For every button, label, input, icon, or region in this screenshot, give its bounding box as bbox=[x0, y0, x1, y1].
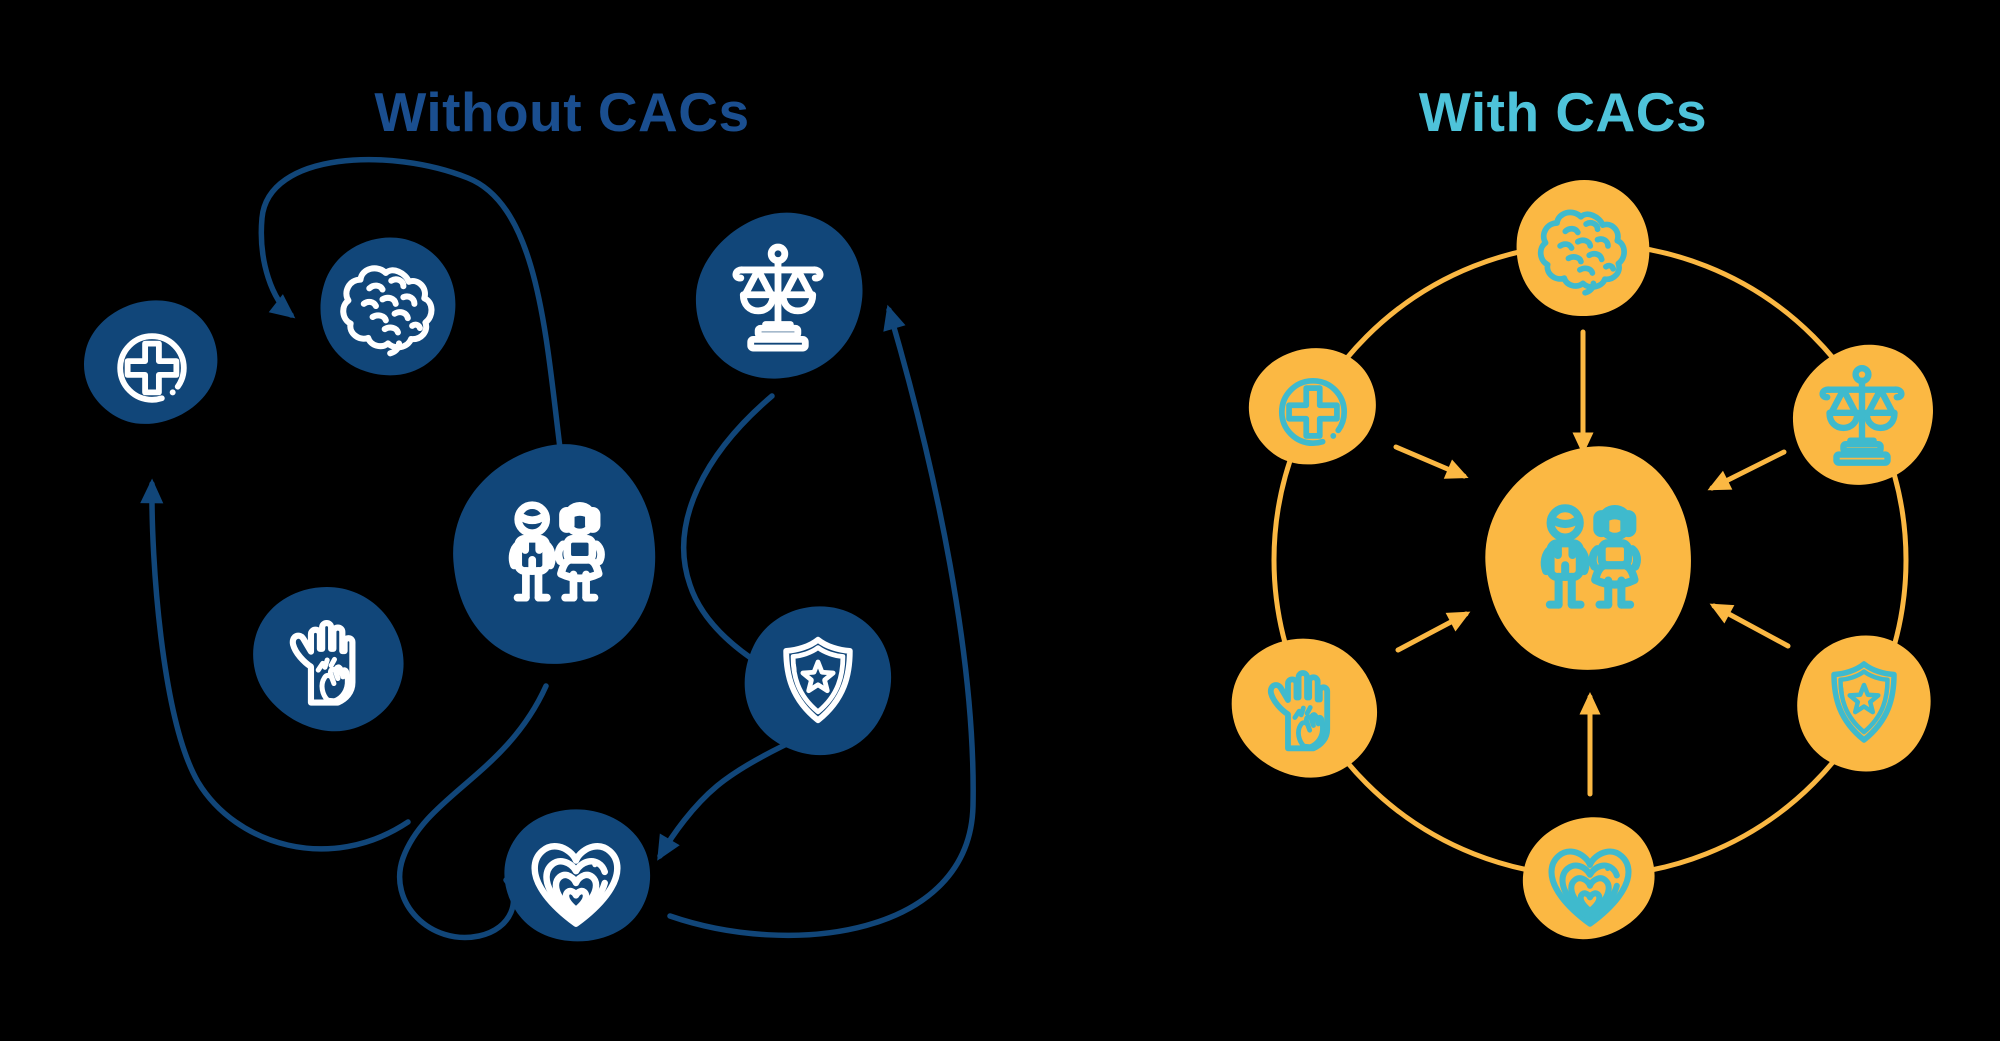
blob-law-enforcement bbox=[1775, 613, 1953, 793]
tangle-swirl bbox=[396, 683, 549, 941]
inward-arrows bbox=[1393, 329, 1791, 797]
arrow-scales-to-center bbox=[1707, 449, 1787, 491]
right-diagram bbox=[1223, 173, 1953, 951]
right-title: With CACs bbox=[1418, 81, 1708, 143]
blob-advocacy bbox=[493, 797, 661, 954]
left-title: Without CACs bbox=[374, 81, 750, 143]
blob-mental-health bbox=[300, 218, 476, 394]
arrow-to-brain bbox=[258, 156, 563, 451]
blob-medical bbox=[72, 288, 229, 436]
arrow-to-cross bbox=[140, 478, 411, 852]
arrow-cross-to-center bbox=[1393, 444, 1469, 479]
blob-mental-health bbox=[1509, 173, 1657, 323]
blob-medical bbox=[1243, 342, 1382, 471]
arrow-to-scales bbox=[667, 304, 976, 939]
arrow-hand-to-center bbox=[1395, 611, 1471, 653]
arrow-shield-to-center bbox=[1709, 603, 1791, 649]
left-diagram bbox=[72, 156, 976, 954]
blob-law-enforcement bbox=[718, 579, 918, 781]
blob-advocacy bbox=[1511, 805, 1666, 951]
right-icons bbox=[1271, 212, 1902, 923]
